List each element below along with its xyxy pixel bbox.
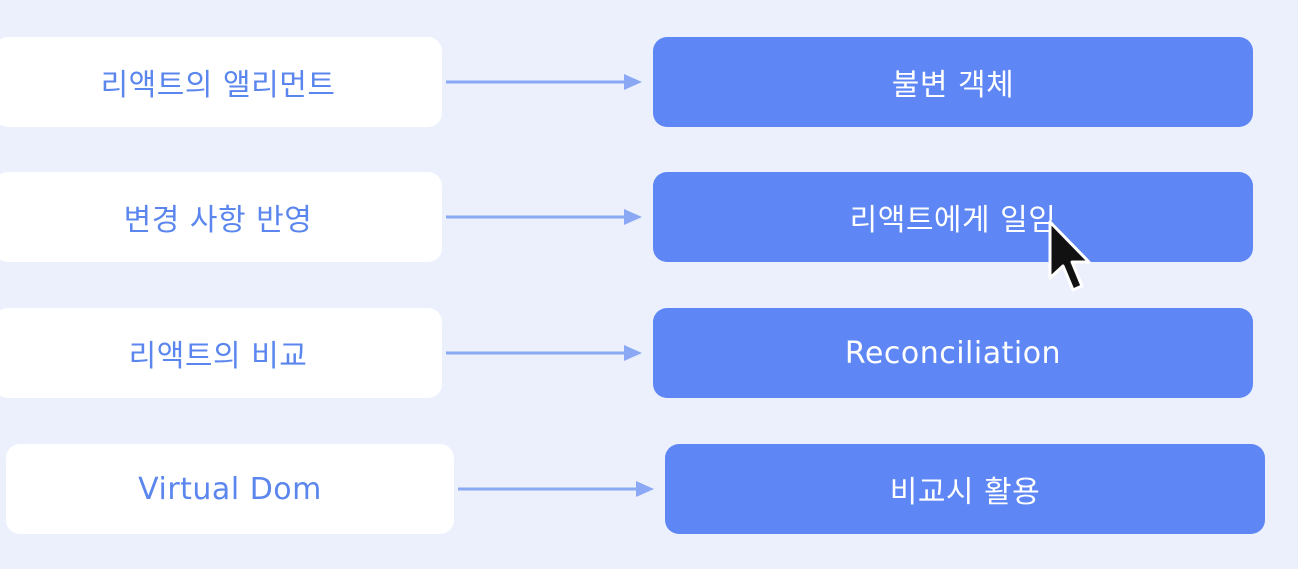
mapping-row-4: Virtual Dom 비교시 활용 — [0, 444, 1298, 536]
concept-label-3: 리액트의 비교 — [128, 339, 308, 374]
result-box-2: 리액트에게 일임 — [653, 172, 1253, 262]
concept-box-4: Virtual Dom — [6, 444, 454, 534]
mouse-pointer-icon — [1046, 218, 1092, 298]
result-label-3: Reconciliation — [844, 335, 1062, 371]
mapping-row-1: 리액트의 앨리먼트 불변 객체 — [0, 37, 1298, 129]
mapping-row-3: 리액트의 비교 Reconciliation — [0, 308, 1298, 400]
result-label-1: 불변 객체 — [891, 68, 1015, 103]
concept-box-3: 리액트의 비교 — [0, 308, 442, 398]
result-box-4: 비교시 활용 — [665, 444, 1265, 534]
result-box-1: 불변 객체 — [653, 37, 1253, 127]
arrow-right-icon — [444, 205, 644, 229]
concept-label-2: 변경 사항 반영 — [123, 203, 313, 238]
result-box-3: Reconciliation — [653, 308, 1253, 398]
concept-label-1: 리액트의 앨리먼트 — [100, 68, 336, 103]
arrow-right-icon — [444, 70, 644, 94]
concept-box-1: 리액트의 앨리먼트 — [0, 37, 442, 127]
arrow-right-icon — [444, 341, 644, 365]
arrow-right-icon — [456, 477, 656, 501]
result-label-4: 비교시 활용 — [889, 475, 1041, 510]
result-label-2: 리액트에게 일임 — [849, 203, 1057, 238]
mapping-row-2: 변경 사항 반영 리액트에게 일임 — [0, 172, 1298, 264]
concept-box-2: 변경 사항 반영 — [0, 172, 442, 262]
concept-label-4: Virtual Dom — [138, 471, 322, 507]
